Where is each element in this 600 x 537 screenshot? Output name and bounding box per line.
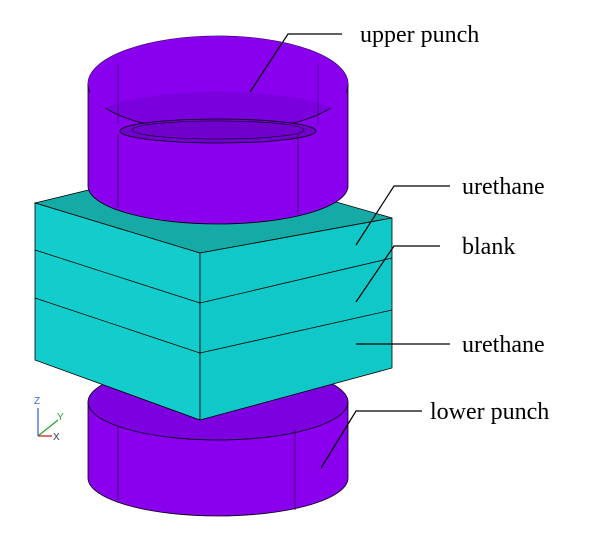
- upper-punch-leader: [249, 33, 342, 93]
- label-lower-punch: lower punch: [430, 399, 549, 425]
- label-blank: blank: [462, 234, 515, 260]
- urethane-top-leader: [355, 185, 450, 246]
- upper-punch: [87, 35, 349, 225]
- slab-stack: [33, 162, 393, 421]
- blank-leader: [355, 245, 440, 303]
- upper-punch-inner-bottom-ring: [131, 120, 305, 140]
- label-urethane-bottom: urethane: [462, 332, 545, 358]
- axis-triad: Z Y X: [34, 396, 64, 443]
- slab-right-face: [199, 217, 393, 421]
- layer-line: [34, 249, 201, 304]
- label-upper-punch: upper punch: [360, 22, 479, 48]
- label-urethane-top: urethane: [462, 174, 545, 200]
- lower-punch-leader: [320, 410, 422, 469]
- y-axis-line: [37, 419, 59, 437]
- layer-line: [34, 297, 201, 354]
- axis-label-x: X: [53, 432, 60, 443]
- leader-lines: [249, 33, 450, 469]
- axis-label-y: Y: [57, 412, 64, 423]
- upper-punch-inner-bottom: [119, 118, 317, 144]
- axis-label-z: Z: [34, 396, 40, 407]
- layer-line: [199, 257, 393, 304]
- layer-line: [199, 309, 393, 354]
- upper-punch-inner: [88, 36, 348, 118]
